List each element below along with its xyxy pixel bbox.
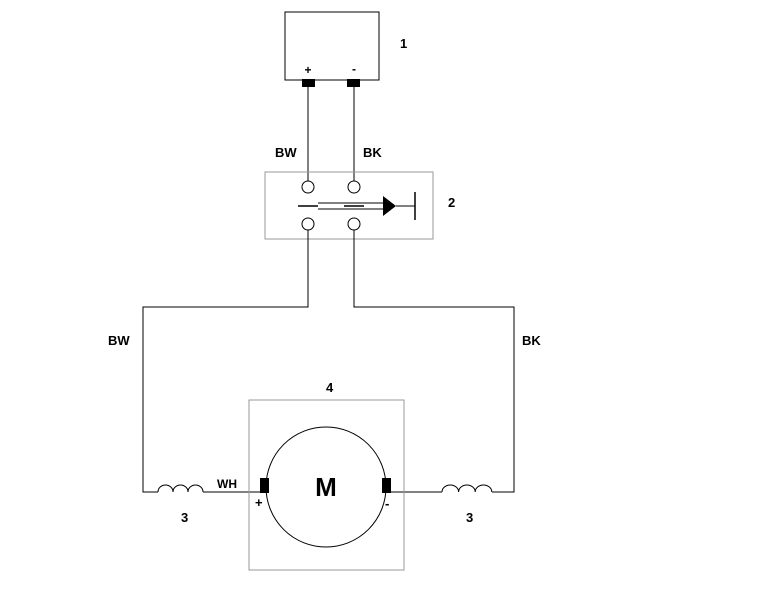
coil-left-winding-icon — [157, 484, 204, 493]
coil-right-winding-icon — [441, 484, 493, 493]
switch-actuator-arrow-icon — [383, 196, 396, 216]
power-source-pos-terminal — [302, 79, 315, 87]
motor-symbol: M — [315, 472, 337, 502]
motor-pos-terminal — [260, 478, 269, 493]
coil-left-number: 3 — [181, 510, 188, 525]
switch-number: 2 — [448, 195, 455, 210]
switch-box — [264, 171, 434, 240]
wire-label-lower-left: BW — [108, 333, 130, 348]
wire-label-upper-right: BK — [363, 145, 382, 160]
motor-box — [248, 399, 405, 571]
wire-lower-left — [142, 230, 309, 493]
motor-neg-terminal — [382, 478, 391, 493]
switch-contact-bottom-right — [347, 217, 361, 231]
coil-right-number: 3 — [466, 510, 473, 525]
switch: 2 — [264, 171, 455, 240]
switch-contact-bottom-left — [301, 217, 315, 231]
motor-pos-label: + — [255, 495, 263, 510]
motor-neg-label: - — [385, 496, 389, 511]
power-source-neg-label: - — [352, 62, 356, 76]
power-source: + - 1 — [284, 11, 407, 87]
wire-lower-right — [353, 230, 515, 493]
coil-right: 3 — [390, 484, 493, 525]
motor-number: 4 — [326, 380, 334, 395]
wire-label-upper-left: BW — [275, 145, 297, 160]
switch-contact-top-right — [347, 180, 361, 194]
wire-label-lower-right: BK — [522, 333, 541, 348]
switch-contact-top-left — [301, 180, 315, 194]
power-source-neg-terminal — [347, 79, 360, 87]
wire-label-motor-lead: WH — [217, 477, 237, 491]
power-source-box — [284, 11, 380, 81]
motor: 4 M + - — [248, 380, 405, 571]
power-source-number: 1 — [400, 36, 407, 51]
power-source-pos-label: + — [304, 63, 311, 77]
coil-left: 3 — [157, 484, 260, 525]
